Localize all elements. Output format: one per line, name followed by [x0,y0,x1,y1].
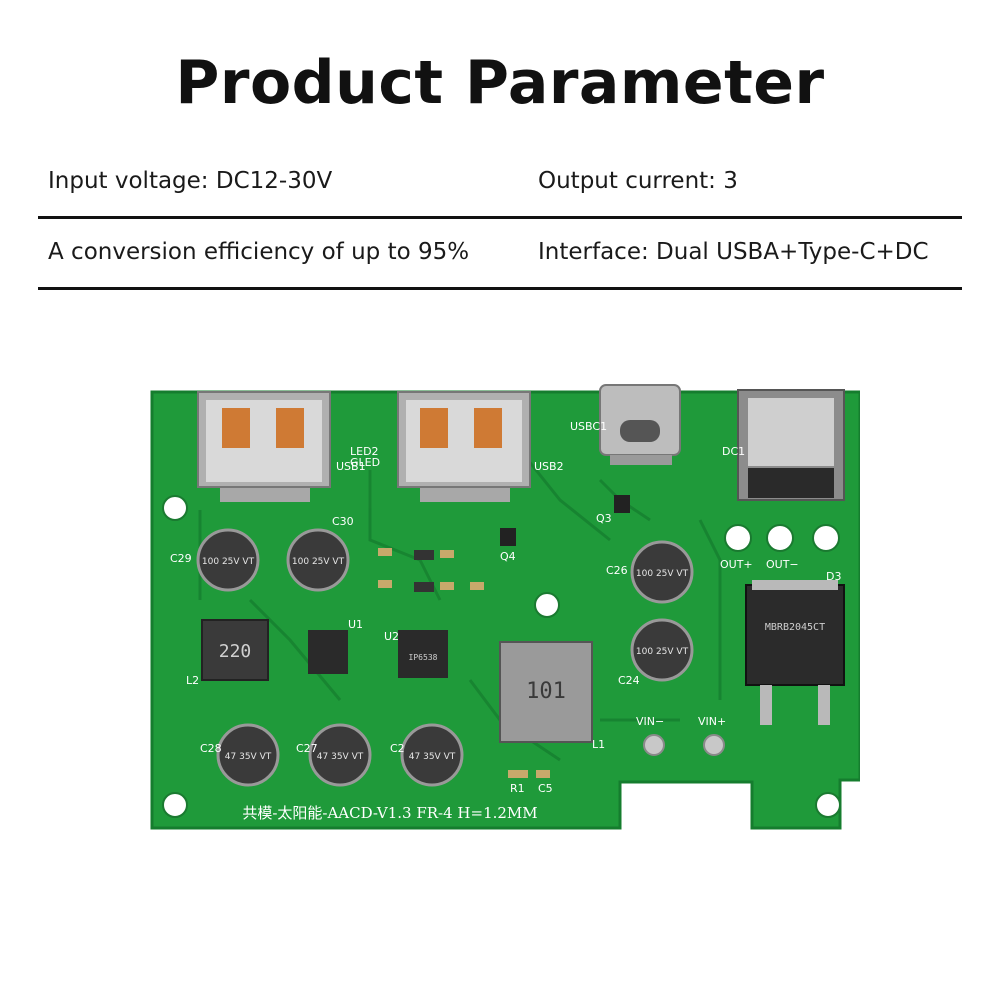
cap-c30-marking: 100 25V VT [292,557,345,567]
mounting-hole [162,792,188,818]
capacitor-c26 [630,540,694,604]
inductor-l1 [499,641,593,743]
capacitor-c30 [286,528,350,592]
label-q4: Q4 [500,550,516,563]
pcb-body [150,390,860,830]
capacitor-c2 [400,723,464,787]
capacitor-c24 [630,618,694,682]
label-c28: C28 [200,742,222,755]
label-d3: D3 [826,570,841,583]
label-out-plus: OUT+ [720,558,753,571]
cap-c28-marking: 47 35V VT [225,752,272,762]
cap-c2-marking: 47 35V VT [409,752,456,762]
mounting-hole [534,592,560,618]
label-usb2: USB2 [534,460,564,473]
mounting-hole [162,495,188,521]
cap-c26-marking: 100 25V VT [636,569,689,579]
inductor-l2-marking: 220 [219,641,252,662]
capacitor-c29 [196,528,260,592]
capacitor-c27 [308,723,372,787]
label-usbc1: USBC1 [570,420,607,433]
label-c24: C24 [618,674,640,687]
label-c30: C30 [332,515,354,528]
label-c5: C5 [538,782,553,795]
usb-c-port [599,384,681,465]
label-vin-plus: VIN+ [698,715,726,728]
param-input-voltage: Input voltage: DC12-30V [48,168,333,194]
param-interface: Interface: Dual USBA+Type-C+DC [538,239,929,265]
label-l2: L2 [186,674,199,687]
ic-u2 [398,630,448,678]
diode-d3 [745,580,845,725]
capacitor-c28 [216,723,280,787]
vin-minus-pad [643,734,665,756]
cap-c27-marking: 47 35V VT [317,752,364,762]
cap-c29-marking: 100 25V VT [202,557,255,567]
label-led2: LED2 [350,445,379,458]
divider-1 [38,216,962,219]
label-r1: R1 [510,782,525,795]
label-usb1: USB1 [336,460,366,473]
label-l1: L1 [592,738,605,751]
label-dc1: DC1 [722,445,745,458]
usb2-port [397,391,531,502]
label-u2: U2 [384,630,399,643]
label-out-minus: OUT− [766,558,799,571]
mounting-hole [766,524,794,552]
pcb-board-image: USB1 USB2 USBC1 DC1 LED2 GLED OUT+ OUT− … [150,384,860,830]
label-gled: GLED [350,456,380,469]
label-u1: U1 [348,618,363,631]
label-c29: C29 [170,552,192,565]
usb1-port [197,391,331,502]
label-c27: C27 [296,742,318,755]
diode-part-marking: MBRB2045CT [765,622,825,633]
inductor-l2 [201,619,269,681]
ic-u2-marking: IP6538 [409,653,438,662]
page-title: Product Parameter [175,48,825,118]
label-vin-minus: VIN− [636,715,664,728]
cap-c24-marking: 100 25V VT [636,647,689,657]
inductor-l1-marking: 101 [526,679,566,704]
ic-u1 [308,630,348,674]
label-c2: C2 [390,742,405,755]
divider-2 [38,287,962,290]
mounting-hole [724,524,752,552]
param-efficiency: A conversion efficiency of up to 95% [48,239,470,265]
param-output-current: Output current: 3 [538,168,738,194]
label-q3: Q3 [596,512,612,525]
dc-jack [737,389,845,501]
label-c26: C26 [606,564,628,577]
mounting-hole [812,524,840,552]
mounting-hole [815,792,841,818]
vin-plus-pad [703,734,725,756]
board-silkscreen-text: 共模-太阳能-AACD-V1.3 FR-4 H=1.2MM [242,804,537,822]
